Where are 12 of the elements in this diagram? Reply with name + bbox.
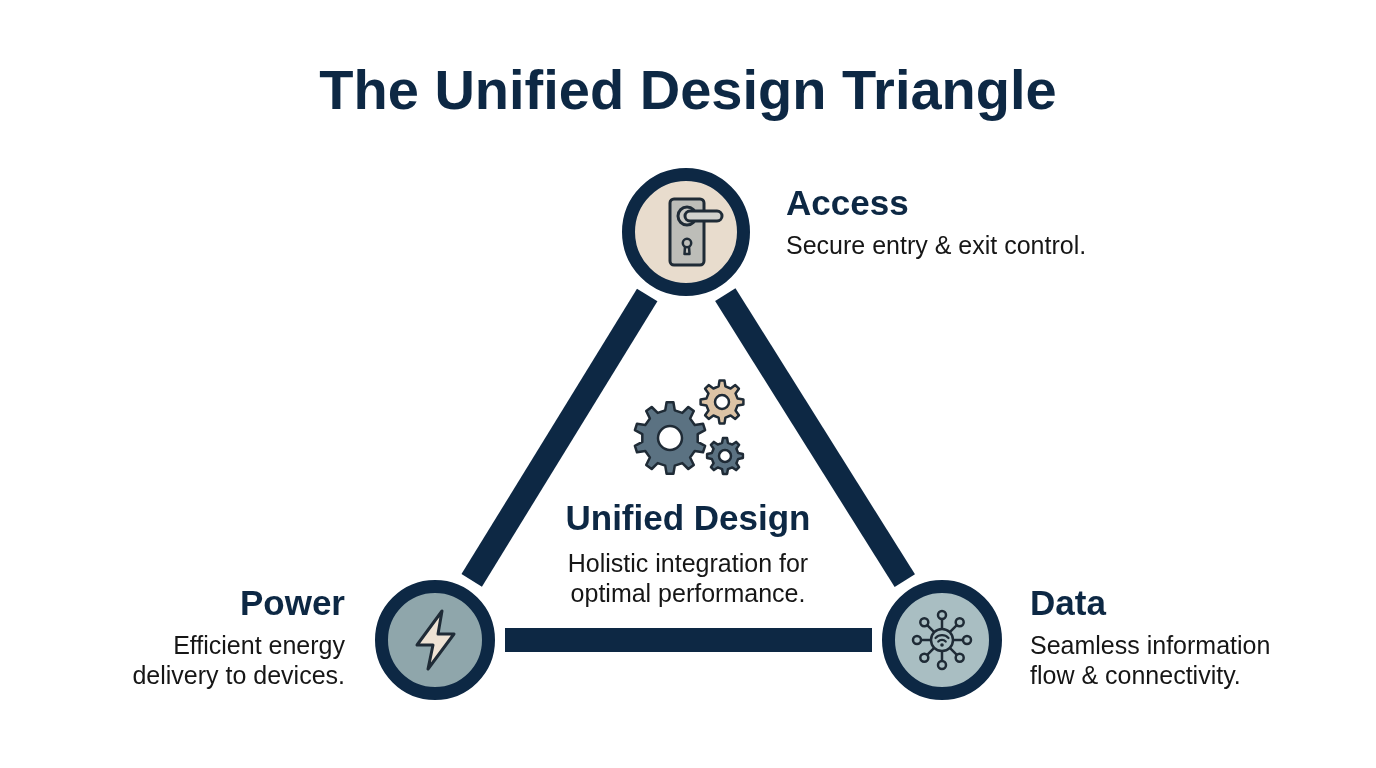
node-heading: Data [1030, 582, 1106, 624]
node-heading: Unified Design [565, 497, 811, 539]
node-description: Seamless information flow & connectivity. [1030, 630, 1272, 690]
node-heading: Power [239, 582, 345, 624]
connector-line [715, 288, 915, 588]
title: The Unified Design Triangle [319, 58, 1057, 122]
node-heading: Access [786, 182, 909, 224]
node-description: Efficient energy delivery to devices. [131, 630, 345, 690]
connector-line [505, 628, 872, 652]
node-description: Secure entry & exit control. [786, 230, 1088, 260]
connector-line [461, 288, 658, 587]
node-description: Holistic integration for optimal performance. [566, 548, 810, 608]
